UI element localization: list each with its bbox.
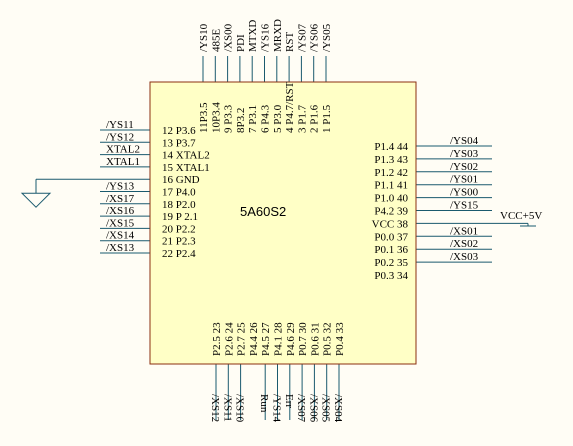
pin-label-p0-1-36: P0.1 36 <box>374 244 408 256</box>
net-label-ys02: /YS02 <box>450 161 478 173</box>
net-label-ys03: /YS03 <box>450 148 479 160</box>
pin-label-13-p3-7: 13 P3.7 <box>162 137 196 149</box>
net-label-xs05: /XS05 <box>320 394 332 423</box>
net-label-xs16: /XS16 <box>106 205 135 217</box>
net-label-xs10: /XS10 <box>234 394 246 423</box>
pin-label-19-p-2-1: 19 P 2.1 <box>162 211 198 223</box>
pin-label-p1-0-40: P1.0 40 <box>374 193 408 205</box>
pin-label-p4-1-28: P4.1 28 <box>273 322 285 356</box>
pin-label-7-p3-1: 7 P3.1 <box>247 105 259 133</box>
net-label-xs06: /XS06 <box>307 394 319 423</box>
pin-label-1-p1-5: 1 P1.5 <box>321 104 333 133</box>
net-label-ys14: /YS14 <box>271 394 283 423</box>
net-label-ys13: /YS13 <box>106 181 135 193</box>
symbol-layer <box>20 179 536 227</box>
net-label-xs00: /XS00 <box>223 23 235 52</box>
pin-label-p1-4-44: P1.4 44 <box>374 141 408 153</box>
pin-label-10p3-4: 10P3.4 <box>210 102 222 133</box>
pin-label-5-p3-0: 5 P3.0 <box>272 104 284 133</box>
net-label-ys05: /YS05 <box>321 23 333 52</box>
net-label-ys10: /YS10 <box>198 23 210 52</box>
pin-label-p1-2-42: P1.2 42 <box>374 167 408 179</box>
pin-label-p2-6-24: P2.6 24 <box>223 322 235 356</box>
pin-label-p4-5-27: P4.5 27 <box>260 322 272 356</box>
net-label-xs17: /XS17 <box>106 193 135 205</box>
net-label-ys16: /YS16 <box>260 23 272 52</box>
net-label-xs12: /XS12 <box>209 394 221 422</box>
net-label-xs11: /XS11 <box>221 394 233 422</box>
pin-label-8p3-2: 8P3.2 <box>235 108 247 133</box>
net-label-xtal1: XTAL1 <box>106 156 140 168</box>
pin-label-4-p4-7-rst: 4 P4.7/RST <box>284 81 296 133</box>
net-label-ys15: /YS15 <box>450 200 479 212</box>
net-label-xs02: /XS02 <box>450 238 478 250</box>
pin-label-p0-2-35: P0.2 35 <box>374 257 408 269</box>
pin-label-14-xtal2: 14 XTAL2 <box>162 150 210 162</box>
net-label-ys06: /YS06 <box>309 23 321 52</box>
net-label-xs03: /XS03 <box>450 251 479 263</box>
net-label-485e: 485E <box>210 29 222 53</box>
pin-label-p2-7-25: P2.7 25 <box>236 322 248 356</box>
net-label-ys11: /YS11 <box>106 119 134 131</box>
pin-label-p0-7-30: P0.7 30 <box>297 322 309 356</box>
pin-label-22-p2-4: 22 P2.4 <box>162 248 196 260</box>
net-label-run: Run <box>258 394 270 413</box>
net-label-xs01: /XS01 <box>450 225 478 237</box>
chip-name: 5A60S2 <box>240 204 286 219</box>
pin-label-3-p1-7: 3 P1.7 <box>296 104 308 133</box>
pin-label-p1-3-43: P1.3 43 <box>374 154 408 166</box>
pin-label-vcc-38: VCC 38 <box>372 218 409 230</box>
pin-label-9-p3-3: 9 P3.3 <box>223 104 235 133</box>
pin-label-p0-0-37: P0.0 37 <box>374 231 408 243</box>
pin-label-p0-3-34: P0.3 34 <box>374 270 408 282</box>
net-label-xs13: /XS13 <box>106 242 135 254</box>
pin-label-p0-5-32: P0.5 32 <box>322 322 334 356</box>
pin-label-p4-6-29: P4.6 29 <box>285 322 297 356</box>
net-label-xtal2: XTAL2 <box>106 144 140 156</box>
pin-label-21-p2-3: 21 P2.3 <box>162 236 196 248</box>
pin-label-11p3-5: 11P3.5 <box>198 102 210 133</box>
label-layer: 11P3.5/YS10 10P3.4 485E 9 P3.3/XS00 8P3.2 PDI… <box>106 19 542 423</box>
net-label-err: Err <box>283 394 295 408</box>
net-label-xs14: /XS14 <box>106 230 135 242</box>
pin-label-12-p3-6: 12 P3.6 <box>162 125 196 137</box>
net-label-ys07: /YS07 <box>296 23 308 52</box>
pin-label-15-xtal1: 15 XTAL1 <box>162 162 210 174</box>
net-label-ys00: /YS00 <box>450 187 479 199</box>
pin-label-p0-4-33: P0.4 33 <box>334 322 346 356</box>
net-label-vcc-5v: VCC+5V <box>500 210 542 222</box>
pin-label-2-p1-6: 2 P1.6 <box>309 104 321 133</box>
pin-label-16-gnd: 16 GND <box>162 174 200 186</box>
net-label-mtxd: MTXD <box>247 20 259 52</box>
pin-label-p1-1-41: P1.1 41 <box>374 180 408 192</box>
net-label-mrxd: MRXD <box>272 19 284 52</box>
pin-label-p4-4-26: P4.4 26 <box>248 322 260 356</box>
pin-label-17-p4-0: 17 P4.0 <box>162 187 196 199</box>
wire-layer <box>36 56 528 420</box>
pin-label-p2-5-23: P2.5 23 <box>211 322 223 356</box>
pin-label-18-p2-0: 18 P2.0 <box>162 199 196 211</box>
net-label-pdi: PDI <box>235 34 247 52</box>
net-label-xs04: /XS04 <box>332 394 344 423</box>
chip-body <box>149 81 417 365</box>
pin-label-20-p2-2: 20 P2.2 <box>162 223 196 235</box>
net-label-xs15: /XS15 <box>106 217 135 229</box>
net-label-ys01: /YS01 <box>450 174 478 186</box>
ground-symbol <box>20 192 52 208</box>
net-label-ys04: /YS04 <box>450 135 479 147</box>
net-label-ys12: /YS12 <box>106 131 134 143</box>
net-label-rst: RST <box>284 32 296 52</box>
pin-label-6-p4-3: 6 P4.3 <box>260 104 272 133</box>
net-label-xs07: /XS07 <box>295 394 307 423</box>
pin-label-p0-6-31: P0.6 31 <box>309 322 321 356</box>
pin-label-p4-2-39: P4.2 39 <box>374 206 408 218</box>
